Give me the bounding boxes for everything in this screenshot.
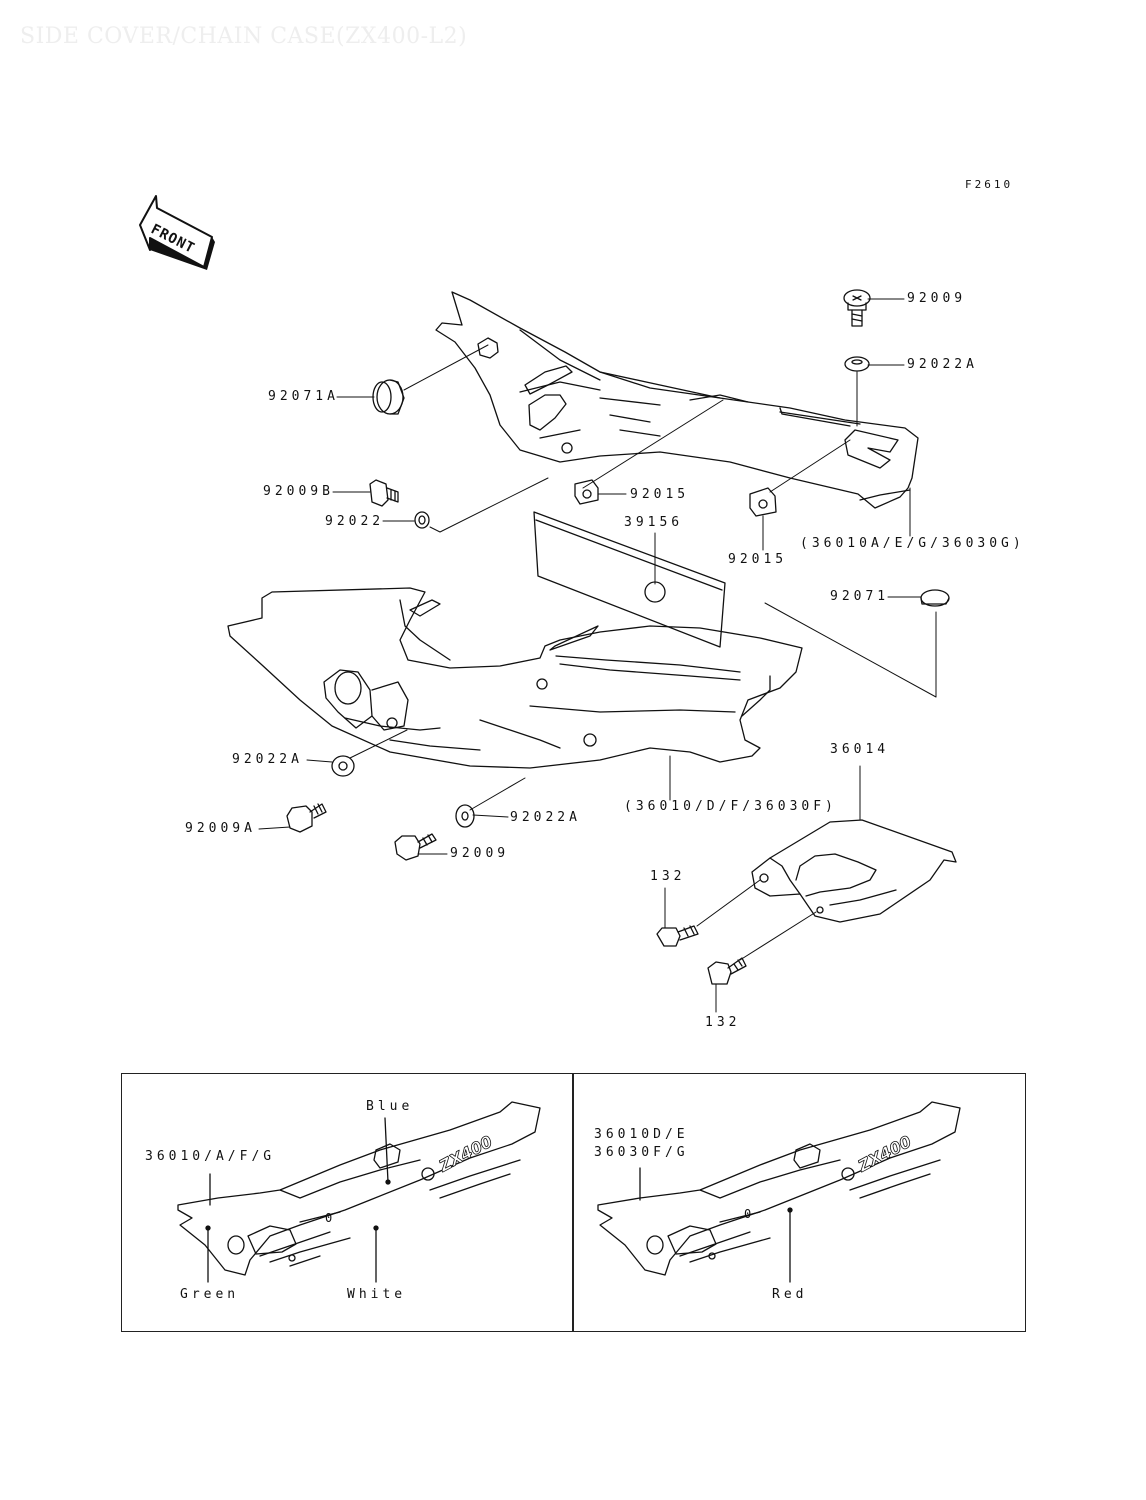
grommet-92071A bbox=[372, 379, 405, 415]
washer-92022A-top bbox=[844, 356, 870, 372]
color-white: White bbox=[347, 1287, 407, 1302]
clip-92015-b bbox=[749, 487, 777, 517]
label-92022A-mid: 92022A bbox=[510, 810, 581, 825]
label-92009A: 92009A bbox=[185, 821, 256, 836]
page-title: SIDE COVER/CHAIN CASE(ZX400-L2) bbox=[20, 24, 468, 49]
grommet-92071 bbox=[920, 589, 950, 607]
color-green: Green bbox=[180, 1287, 240, 1302]
figure-code: F2610 bbox=[965, 178, 1014, 191]
label-92022A-top: 92022A bbox=[907, 357, 978, 372]
label-92015-a: 92015 bbox=[630, 487, 690, 502]
label-39156: 39156 bbox=[624, 515, 684, 530]
bolt-132-b bbox=[707, 957, 747, 985]
bolt-92009-bottom bbox=[394, 833, 437, 861]
upper-side-cover bbox=[435, 291, 919, 509]
plate-39156 bbox=[533, 511, 726, 648]
variant-left-part-no: 36010/A/F/G bbox=[145, 1149, 276, 1164]
bolt-92009-top bbox=[843, 289, 871, 327]
leader-lines bbox=[258, 298, 937, 1013]
color-red: Red bbox=[772, 1287, 808, 1302]
label-92022A-left: 92022A bbox=[232, 752, 303, 767]
bolt-132-a bbox=[656, 925, 699, 947]
label-92071: 92071 bbox=[830, 589, 890, 604]
label-92009-top: 92009 bbox=[907, 291, 967, 306]
label-upper-cover: (36010A/E/G/36030G) bbox=[800, 536, 1025, 551]
mark-o-left: 0 bbox=[325, 1211, 332, 1225]
color-blue: Blue bbox=[366, 1099, 414, 1114]
washer-92022 bbox=[414, 511, 430, 529]
washer-92022A-left bbox=[331, 755, 355, 777]
bolt-92009B bbox=[369, 479, 399, 507]
label-132-a: 132 bbox=[650, 869, 686, 884]
label-92071A: 92071A bbox=[268, 389, 339, 404]
label-36014: 36014 bbox=[830, 742, 890, 757]
clip-92015-a bbox=[574, 479, 599, 505]
variant-panel-right bbox=[572, 1073, 1026, 1332]
chain-case-36014 bbox=[751, 819, 957, 923]
lower-side-cover bbox=[227, 587, 803, 769]
bolt-92009A bbox=[286, 803, 327, 833]
label-132-b: 132 bbox=[705, 1015, 741, 1030]
label-lower-cover: (36010/D/F/36030F) bbox=[624, 799, 837, 814]
variant-right-part-no-1: 36010D/E bbox=[594, 1127, 689, 1142]
front-arrow-icon: FRONT bbox=[139, 195, 215, 270]
washer-92022A-mid bbox=[455, 804, 475, 828]
label-92015-b: 92015 bbox=[728, 552, 788, 567]
label-92009B: 92009B bbox=[263, 484, 334, 499]
variant-panel-left bbox=[121, 1073, 574, 1332]
mark-o-right: 0 bbox=[744, 1207, 751, 1221]
label-92022: 92022 bbox=[325, 514, 385, 529]
label-92009-bottom: 92009 bbox=[450, 846, 510, 861]
variant-right-part-no-2: 36030F/G bbox=[594, 1145, 689, 1160]
